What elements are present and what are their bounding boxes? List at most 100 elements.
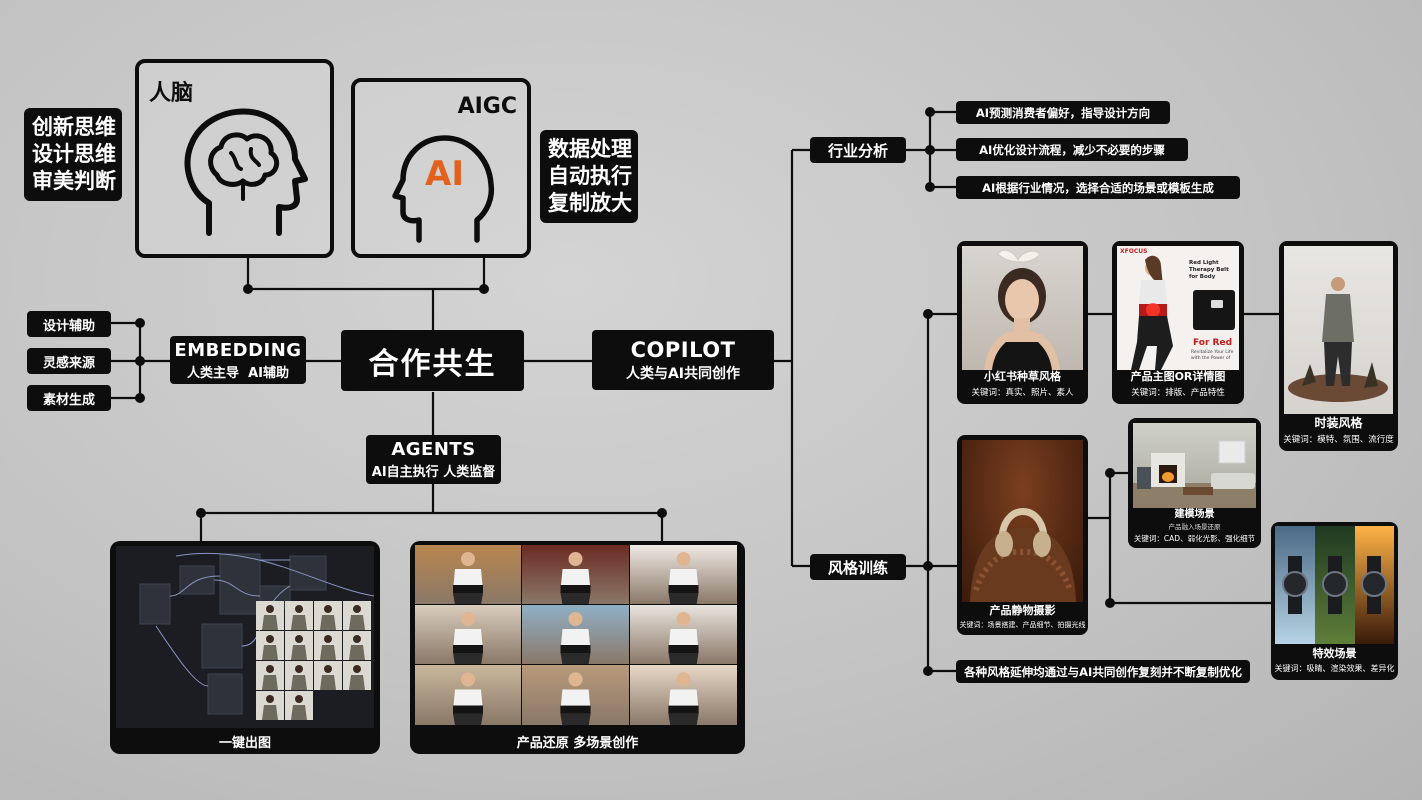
copilot-box: COPILOT 人类与AI共同创作 bbox=[592, 330, 774, 390]
product-scene-tile bbox=[415, 665, 521, 725]
ai-head-icon bbox=[392, 135, 495, 243]
product-scene-tile bbox=[630, 665, 737, 725]
aigc-title: AIGC bbox=[457, 94, 517, 119]
xhs-portrait-image bbox=[962, 246, 1083, 370]
aigc-box: AIGC AI bbox=[351, 78, 531, 258]
node-graph bbox=[116, 546, 374, 728]
fashion-caption: 时装风格 关键词：模特、氛围、流行度 bbox=[1279, 414, 1398, 445]
model-title: 建模场景 bbox=[1174, 509, 1215, 520]
style-title: 风格训练 bbox=[810, 554, 906, 580]
output-thumbnail bbox=[285, 661, 313, 690]
output-thumbnail bbox=[285, 631, 313, 660]
human-skill: 设计思维 bbox=[32, 141, 116, 166]
xhs-title: 小红书种草风格 bbox=[984, 370, 1061, 383]
still-caption: 产品静物摄影 关键词：场景搭建、产品细节、拍摄光线 bbox=[957, 602, 1088, 630]
main-title: 产品主图OR详情图 bbox=[1130, 370, 1226, 383]
product-scene-tile bbox=[415, 605, 521, 664]
head-brain-icon bbox=[184, 108, 308, 236]
center-title: 合作共生 bbox=[341, 330, 524, 391]
agents-box: AGENTS AI自主执行 人类监督 bbox=[366, 435, 501, 484]
products-label: 产品还原 多场景创作 bbox=[516, 735, 639, 751]
main-tagline: For Red bbox=[1193, 338, 1233, 348]
belt-product-icon bbox=[1193, 290, 1235, 330]
product-scene-grid bbox=[415, 545, 740, 728]
embedding-box: EMBEDDING 人类主导 AI辅助 bbox=[170, 336, 306, 384]
fx-title: 特效场景 bbox=[1312, 647, 1357, 660]
workflow-label: 一键出图 bbox=[218, 735, 271, 751]
human-skill: 创新思维 bbox=[32, 115, 116, 139]
ai-label: AI bbox=[425, 154, 464, 194]
embedding-item: 设计辅助 bbox=[27, 311, 111, 337]
aigc-skill: 复制放大 bbox=[548, 190, 632, 215]
style-card-fx: 特效场景 关键词：吸睛、渲染效果、差异化 bbox=[1271, 522, 1398, 680]
human-brain-box: 人脑 bbox=[135, 59, 334, 258]
model-sub: 产品融入场景还原 bbox=[1168, 523, 1221, 531]
style-card-model: 建模场景 产品融入场景还原 关键词：CAD、弱化光影、强化细节 bbox=[1128, 418, 1261, 548]
output-thumbnail bbox=[256, 601, 284, 630]
node-graph-wires bbox=[139, 552, 374, 715]
output-thumbnail bbox=[256, 631, 284, 660]
output-thumbnail bbox=[314, 601, 342, 630]
fashion-title: 时装风格 bbox=[1314, 416, 1363, 430]
product-scene-tile bbox=[522, 605, 629, 664]
style-card-xhs: 小红书种草风格 关键词：真实、照片、素人 bbox=[957, 241, 1088, 404]
human-brain-title: 人脑 bbox=[149, 81, 194, 106]
product-scene-tile bbox=[522, 545, 629, 604]
still-keywords: 关键词：场景搭建、产品细节、拍摄光线 bbox=[959, 621, 1086, 629]
brand-label: XFOCUS bbox=[1120, 248, 1148, 255]
industry-item: AI根据行业情况，选择合适的场景或模板生成 bbox=[956, 176, 1240, 199]
model-keywords: 关键词：CAD、弱化光影、强化细节 bbox=[1133, 534, 1256, 543]
product-scenes-screenshot: 产品还原 多场景创作 bbox=[410, 541, 745, 754]
style-card-main: XFOCUS Red Light Therapy Belt for Body F… bbox=[1112, 241, 1244, 404]
industry-title: 行业分析 bbox=[810, 137, 906, 163]
agents-subtitle: AI自主执行 人类监督 bbox=[371, 465, 496, 480]
still-life-image bbox=[962, 440, 1083, 602]
copilot-title: COPILOT bbox=[630, 337, 736, 362]
fx-keywords: 关键词：吸睛、渲染效果、差异化 bbox=[1274, 664, 1395, 673]
model-caption: 建模场景 产品融入场景还原 关键词：CAD、弱化光影、强化细节 bbox=[1128, 505, 1261, 544]
xhs-caption: 小红书种草风格 关键词：真实、照片、素人 bbox=[957, 368, 1088, 398]
main-caption: 产品主图OR详情图 关键词：排版、产品特性 bbox=[1112, 368, 1244, 398]
style-footer: 各种风格延伸均通过与AI共同创作复刻并不断复制优化 bbox=[956, 660, 1250, 683]
fashion-keywords: 关键词：模特、氛围、流行度 bbox=[1283, 435, 1394, 445]
living-room-image bbox=[1133, 423, 1256, 508]
main-headline: Red Light Therapy Belt for Body bbox=[1189, 260, 1229, 281]
human-skills-list: 创新思维 设计思维 审美判断 bbox=[24, 108, 122, 201]
output-thumbnail bbox=[256, 661, 284, 690]
agents-title: AGENTS bbox=[391, 439, 476, 460]
main-product-image: XFOCUS Red Light Therapy Belt for Body F… bbox=[1117, 246, 1239, 370]
style-card-fashion: 时装风格 关键词：模特、氛围、流行度 bbox=[1279, 241, 1398, 451]
embedding-item: 灵感来源 bbox=[27, 348, 111, 374]
embedding-item: 素材生成 bbox=[27, 385, 111, 411]
main-keywords: 关键词：排版、产品特性 bbox=[1131, 388, 1225, 398]
watch-fx-image bbox=[1275, 526, 1394, 644]
style-card-still: 产品静物摄影 关键词：场景搭建、产品细节、拍摄光线 bbox=[957, 435, 1088, 635]
fashion-image bbox=[1284, 246, 1393, 414]
aigc-skill: 自动执行 bbox=[548, 163, 632, 188]
embedding-title: EMBEDDING bbox=[174, 339, 302, 361]
output-thumbnail bbox=[314, 631, 342, 660]
industry-item: AI优化设计流程，减少不必要的步骤 bbox=[956, 138, 1188, 161]
product-scene-tile bbox=[415, 545, 521, 604]
aigc-skills-list: 数据处理 自动执行 复制放大 bbox=[540, 130, 638, 223]
workflow-screenshot: 一键出图 bbox=[110, 541, 380, 754]
output-grid bbox=[256, 601, 374, 726]
still-title: 产品静物摄影 bbox=[989, 604, 1056, 617]
industry-item: AI预测消费者偏好，指导设计方向 bbox=[956, 101, 1170, 124]
output-thumbnail bbox=[256, 691, 284, 720]
copilot-subtitle: 人类与AI共同创作 bbox=[625, 365, 741, 382]
output-thumbnail bbox=[285, 691, 313, 720]
fx-caption: 特效场景 关键词：吸睛、渲染效果、差异化 bbox=[1271, 645, 1398, 674]
embedding-subtitle: 人类主导 AI辅助 bbox=[187, 365, 289, 381]
watch-icon bbox=[1282, 556, 1387, 614]
aigc-skill: 数据处理 bbox=[548, 137, 632, 161]
xhs-keywords: 关键词：真实、照片、素人 bbox=[971, 388, 1074, 398]
product-scene-tile bbox=[630, 605, 737, 664]
output-thumbnail bbox=[343, 661, 371, 690]
product-scene-tile bbox=[522, 665, 629, 725]
output-thumbnail bbox=[285, 601, 313, 630]
main-small-text: Revitalize Your Life with the Power of bbox=[1191, 350, 1234, 361]
output-thumbnail bbox=[314, 661, 342, 690]
human-skill: 审美判断 bbox=[32, 168, 116, 193]
